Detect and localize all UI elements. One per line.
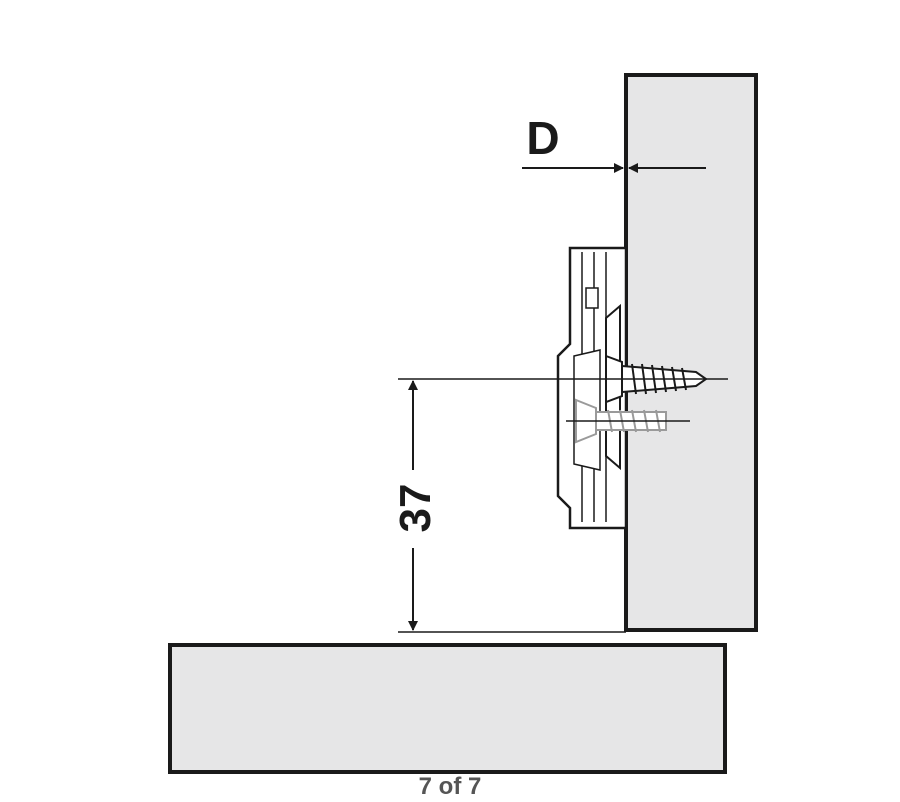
door-panel	[168, 643, 727, 774]
pagination-indicator: 7 of 7	[418, 773, 482, 800]
side-panel	[624, 73, 758, 632]
distance-dimension-label: D	[526, 112, 559, 164]
height-dimension-label: 37	[391, 484, 440, 533]
